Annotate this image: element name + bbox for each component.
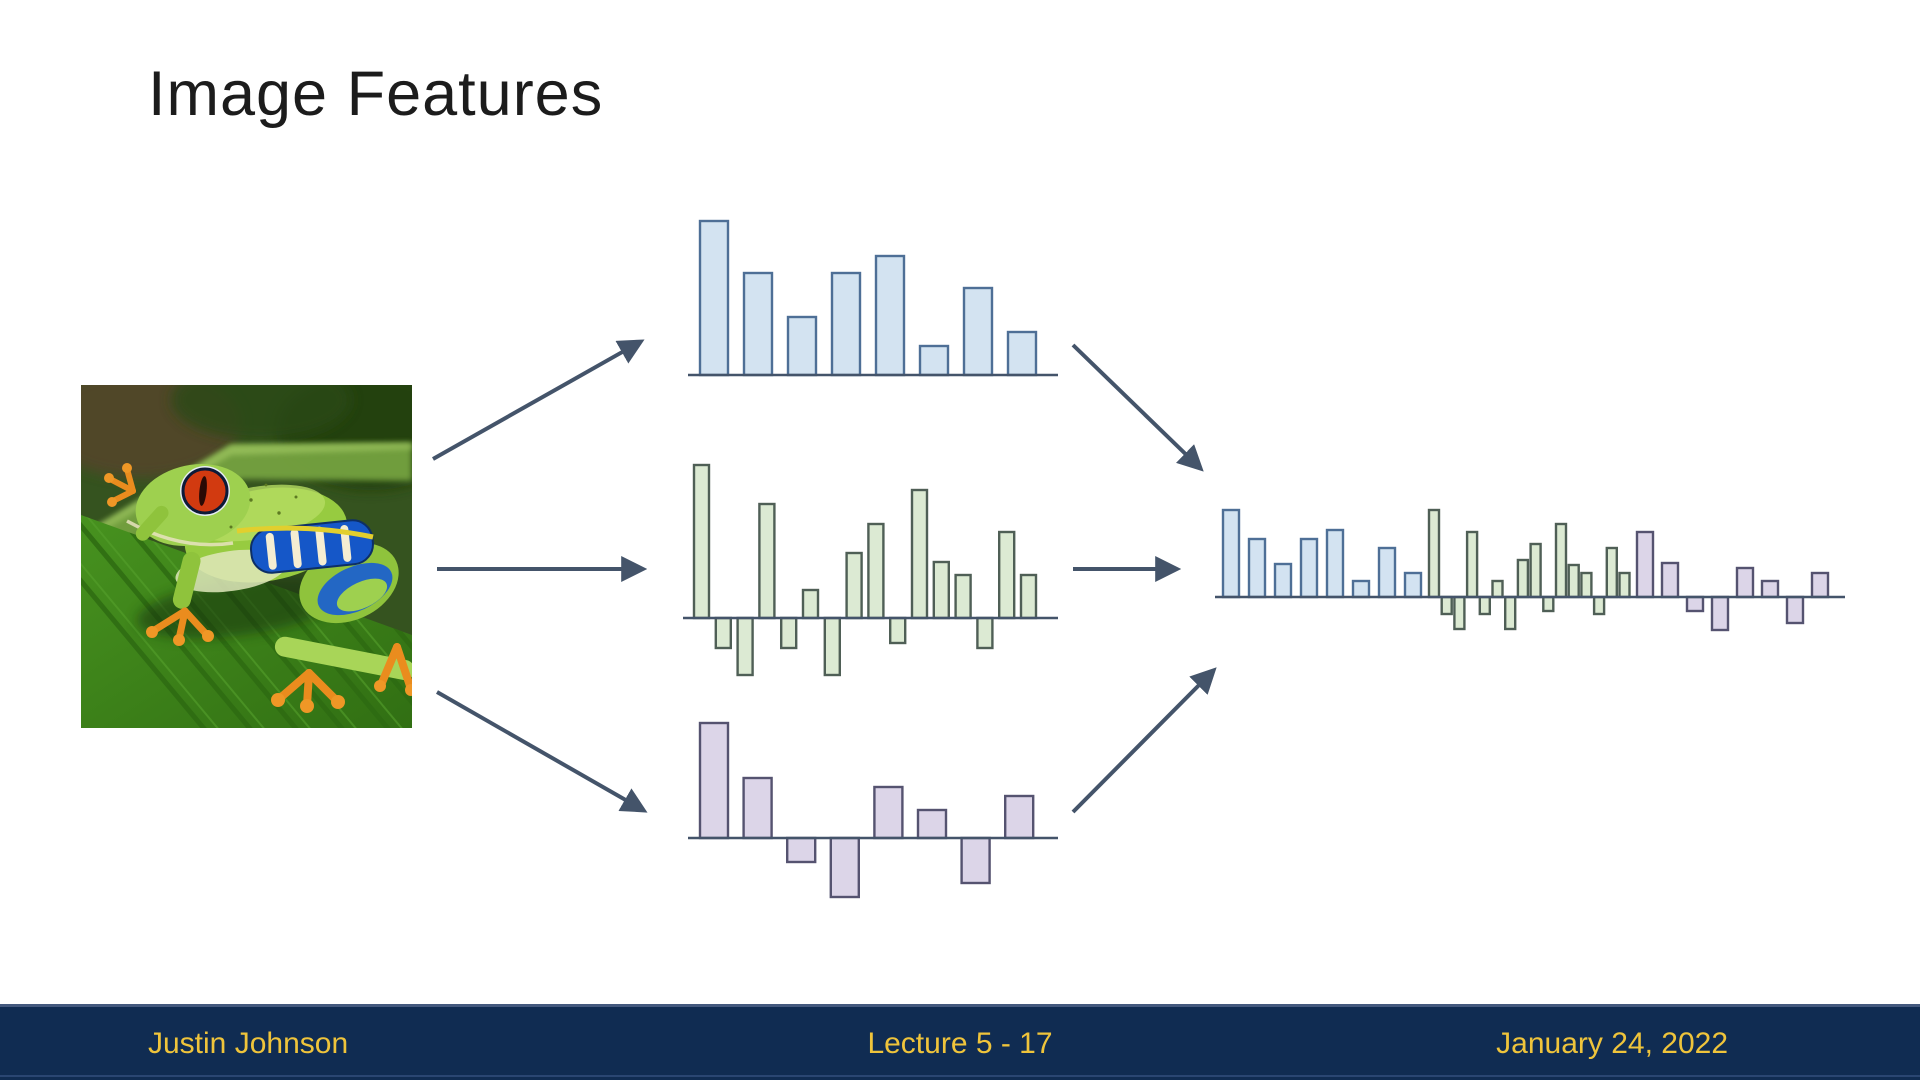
histogram-bar xyxy=(874,254,906,377)
histogram-bar xyxy=(692,463,711,620)
histogram-bar xyxy=(845,551,863,620)
histogram-bar xyxy=(1377,546,1397,599)
histogram-bar xyxy=(801,588,820,620)
histogram-feature-3 xyxy=(688,721,1058,899)
histogram-bar xyxy=(1440,595,1453,616)
arrow-hist1-to-combined xyxy=(1071,343,1204,472)
histogram-bar xyxy=(1567,563,1580,599)
histogram-bar xyxy=(1403,571,1423,599)
histogram-bar xyxy=(910,488,929,620)
histogram-bar xyxy=(1810,571,1830,599)
histogram-bar xyxy=(976,616,994,650)
histogram-bar xyxy=(1685,595,1705,613)
histogram-bar xyxy=(932,560,950,620)
histogram-bar xyxy=(779,616,798,650)
histogram-bar xyxy=(1660,561,1680,599)
histogram-bar xyxy=(888,616,907,645)
histogram-bar xyxy=(785,836,817,864)
histogram-bar xyxy=(998,530,1016,620)
histogram-bar xyxy=(962,286,994,377)
arrow-image-to-hist3 xyxy=(436,690,648,813)
histogram-bar xyxy=(1351,579,1371,599)
histogram-feature-2 xyxy=(683,463,1058,677)
footer-author: Justin Johnson xyxy=(148,1026,349,1060)
histogram-bar xyxy=(1516,558,1530,599)
histogram-bar xyxy=(1325,528,1345,599)
histogram-bar xyxy=(1247,537,1267,599)
histogram-bar xyxy=(698,219,730,377)
histogram-bar xyxy=(1760,579,1780,599)
histogram-bar xyxy=(916,808,948,840)
slide-title: Image Features xyxy=(148,59,604,129)
histogram-bar xyxy=(714,616,732,650)
histogram-bar xyxy=(1785,595,1805,625)
histogram-bar xyxy=(1529,542,1542,599)
footer-bar: Justin Johnson Lecture 5 - 17 January 24… xyxy=(0,1004,1920,1080)
histogram-bar xyxy=(1273,562,1293,599)
histogram-bar xyxy=(1618,571,1631,599)
histogram-bar xyxy=(742,271,774,377)
histogram-bar xyxy=(1453,595,1466,631)
histogram-concatenated xyxy=(1215,508,1845,632)
histogram-bar xyxy=(918,344,950,377)
histogram-bar xyxy=(1299,537,1319,599)
histogram-bar xyxy=(1580,571,1593,599)
histogram-bar xyxy=(1004,794,1035,840)
histogram-bar xyxy=(742,776,773,840)
histogram-bar xyxy=(758,502,776,620)
histogram-bar xyxy=(786,315,818,377)
histogram-bar xyxy=(1427,508,1441,599)
histogram-bar xyxy=(1006,330,1038,377)
histogram-bar xyxy=(830,271,862,377)
histogram-bar xyxy=(1605,546,1618,599)
histogram-bar xyxy=(867,522,885,620)
histogram-bar xyxy=(1592,595,1606,616)
histogram-bar xyxy=(1710,595,1730,632)
histogram-bar xyxy=(1019,573,1038,620)
histogram-bar xyxy=(960,836,991,885)
footer-date: January 24, 2022 xyxy=(1496,1026,1728,1060)
histogram-bar xyxy=(1554,522,1568,599)
histogram-bar xyxy=(1478,595,1491,616)
histogram-bar xyxy=(873,785,904,840)
footer-lecture-page: Lecture 5 - 17 xyxy=(867,1026,1053,1060)
histogram-bar xyxy=(954,573,972,620)
histogram-bar xyxy=(1735,566,1755,599)
frog-image xyxy=(81,385,412,728)
histogram-bar xyxy=(1542,595,1555,613)
histogram-bar xyxy=(829,836,861,899)
histogram-bar xyxy=(1465,530,1479,599)
histogram-bar xyxy=(1221,508,1241,599)
histogram-bar xyxy=(1504,595,1517,631)
histogram-bar xyxy=(698,721,730,840)
histogram-feature-1 xyxy=(688,219,1058,377)
histogram-bar xyxy=(736,616,754,677)
histogram-bar xyxy=(823,616,842,677)
histogram-bar xyxy=(1491,579,1504,599)
arrow-hist3-to-combined xyxy=(1071,667,1217,814)
histogram-bar xyxy=(1635,530,1655,599)
arrow-image-to-hist1 xyxy=(432,339,645,461)
